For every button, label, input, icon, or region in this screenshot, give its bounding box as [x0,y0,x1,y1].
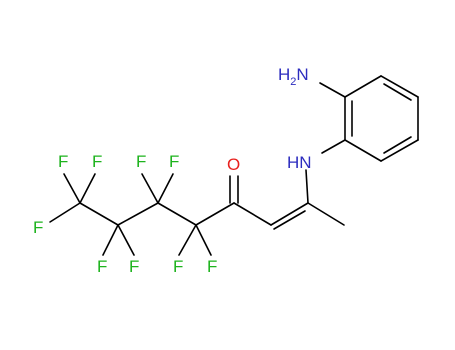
c-f-bond [157,173,174,204]
c-f-bond [79,173,96,204]
amine-nh2-n: N [296,65,308,84]
nh-c-bond [305,169,309,204]
c-c-bond [117,202,159,226]
fluorine-label: F [129,257,139,276]
ring-double-bond [383,136,412,154]
c-f-bond [102,224,119,256]
ring-double-bond [383,83,412,101]
amine-nh2-label: H2N [278,65,309,88]
bond-layer [49,75,419,256]
c-f-bond [49,202,81,223]
ring-bond [380,139,419,162]
methyl-bond [307,202,345,226]
fluorine-label: F [173,257,183,276]
fluorine-label: F [97,257,107,276]
ring-bond [380,75,419,98]
fluorine-label: F [58,152,68,171]
c-nh-bond [321,139,346,154]
c-c-bond [195,202,235,226]
fluorine-label: F [169,152,179,171]
c-f-bond [141,173,159,204]
amine-nh-label: HN [287,153,312,172]
fluorine-label: F [136,152,146,171]
amine-nh2-subscript: 2 [290,76,296,88]
c-f-bond [178,224,197,256]
ring-bond [344,139,382,162]
alkene-bond [270,202,309,226]
fluorine-label: F [207,257,217,276]
ring-bond [344,75,382,98]
atom-label-layer: H2N HN O F F F F F F F F F [33,65,312,276]
fluorine-label: F [33,218,43,237]
c-nh2-bond [319,82,346,98]
fluorine-label: F [92,152,102,171]
c-f-bond [117,224,135,256]
amine-nh2-h: H [278,65,290,84]
c-c-bond [79,202,119,226]
alkene-double-bond [273,210,306,230]
c-c-bond [233,202,272,226]
c-f-bond [195,224,212,256]
c-c-bond [157,202,197,226]
c-f-bond [63,173,81,204]
ketone-oxygen-label: O [227,155,240,174]
